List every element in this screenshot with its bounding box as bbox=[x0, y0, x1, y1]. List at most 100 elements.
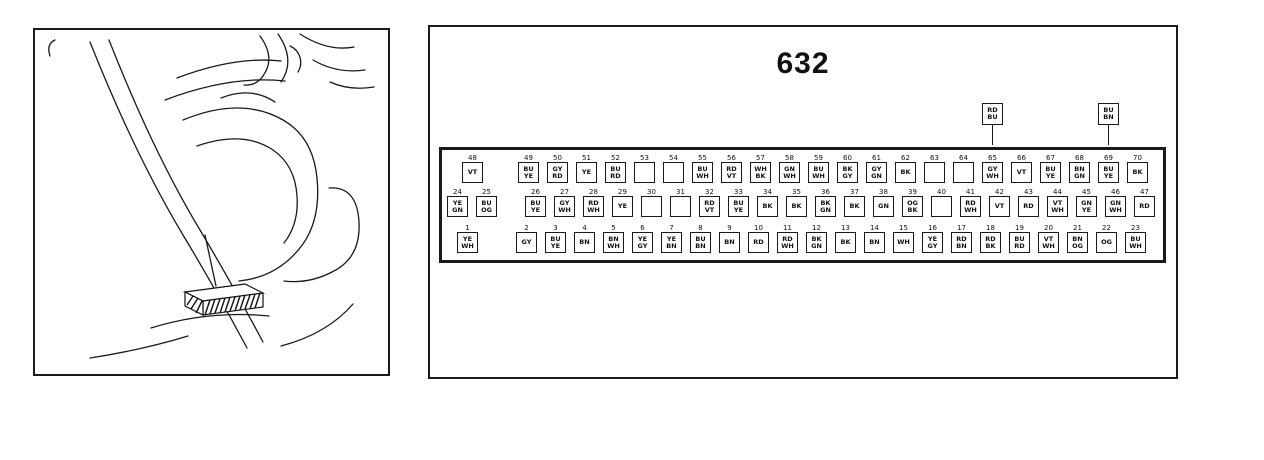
pin-box bbox=[663, 162, 684, 183]
wire-color-code: BU bbox=[1103, 106, 1114, 114]
wire-color-code: OG bbox=[907, 198, 918, 207]
pin-number: 70 bbox=[1133, 154, 1142, 162]
wire-color-code: BN bbox=[956, 241, 967, 250]
pin-box: VT bbox=[1011, 162, 1032, 183]
wire-color-code: BK bbox=[820, 198, 831, 207]
wire-color-code: GY bbox=[987, 164, 998, 173]
wire-color-code: BU bbox=[530, 198, 541, 207]
wire-color-code: VT bbox=[1052, 198, 1063, 207]
pin-number: 55 bbox=[698, 154, 707, 162]
callout-leader-line bbox=[991, 125, 994, 145]
pin-box: BN bbox=[864, 232, 885, 253]
pin-number: 40 bbox=[937, 188, 946, 196]
wire-color-code: BN bbox=[869, 238, 880, 246]
pin-number: 48 bbox=[468, 154, 477, 162]
wire-color-code: RD bbox=[610, 171, 621, 180]
pin-number: 64 bbox=[959, 154, 968, 162]
pin-number: 44 bbox=[1053, 188, 1062, 196]
wire-color-code: BU bbox=[1103, 164, 1114, 173]
pin-box: RD bbox=[1018, 196, 1039, 217]
pin-number: 69 bbox=[1104, 154, 1113, 162]
pin-number: 22 bbox=[1102, 224, 1111, 232]
pin-number: 8 bbox=[698, 224, 703, 232]
pin-number: 67 bbox=[1046, 154, 1055, 162]
pin-number: 50 bbox=[553, 154, 562, 162]
wire-color-code: BK bbox=[985, 241, 996, 250]
wire-color-code: BK bbox=[762, 202, 773, 210]
pin-number: 2 bbox=[524, 224, 529, 232]
wire-color-code: YE bbox=[617, 202, 628, 210]
pin-number: 56 bbox=[727, 154, 736, 162]
pin-number: 65 bbox=[988, 154, 997, 162]
pin-number: 1 bbox=[465, 224, 470, 232]
wire-color-code: WH bbox=[964, 205, 977, 214]
connector-location-block bbox=[182, 283, 266, 316]
wire-color-code: BN bbox=[695, 241, 706, 250]
wire-color-code: RD bbox=[1139, 202, 1150, 210]
wire-color-code: GN bbox=[1074, 171, 1085, 180]
pin-40: 40 bbox=[931, 188, 952, 217]
wire-color-code: YE bbox=[927, 234, 938, 243]
pin-number: 24 bbox=[453, 188, 462, 196]
callout-leader-line bbox=[1107, 125, 1110, 145]
wire-color-code: WH bbox=[587, 205, 600, 214]
wire-color-code: BK bbox=[840, 238, 851, 246]
pin-number: 18 bbox=[986, 224, 995, 232]
pin-box: VT bbox=[989, 196, 1010, 217]
wire-color-code: GY bbox=[871, 164, 882, 173]
wire-color-code: GY bbox=[927, 241, 938, 250]
wire-color-code: GN bbox=[1110, 198, 1121, 207]
pin-number: 12 bbox=[812, 224, 821, 232]
pin-box: OG bbox=[1096, 232, 1117, 253]
pin-number: 13 bbox=[841, 224, 850, 232]
pin-number: 68 bbox=[1075, 154, 1084, 162]
pin-number: 37 bbox=[850, 188, 859, 196]
pin-number: 63 bbox=[930, 154, 939, 162]
pin-number: 51 bbox=[582, 154, 591, 162]
wire-color-code: BU bbox=[550, 234, 561, 243]
wire-color-code: WH bbox=[781, 241, 794, 250]
pin-number: 59 bbox=[814, 154, 823, 162]
pin-number: 33 bbox=[734, 188, 743, 196]
wire-color-code: RD bbox=[726, 164, 737, 173]
pin-number: 61 bbox=[872, 154, 881, 162]
wire-color-code: RD bbox=[588, 198, 599, 207]
wire-color-code: GN bbox=[871, 171, 882, 180]
pin-number: 53 bbox=[640, 154, 649, 162]
pin-number: 21 bbox=[1073, 224, 1082, 232]
wire-color-code: WH bbox=[607, 241, 620, 250]
wire-color-code: GY bbox=[637, 241, 648, 250]
pin-number: 39 bbox=[908, 188, 917, 196]
wire-color-code: GN bbox=[811, 241, 822, 250]
wire-color-code: WH bbox=[696, 171, 709, 180]
pin-number: 5 bbox=[611, 224, 616, 232]
wire-color-code: YE bbox=[452, 198, 463, 207]
wire-color-code: RD bbox=[782, 234, 793, 243]
pin-number: 42 bbox=[995, 188, 1004, 196]
wire-color-code: RD bbox=[956, 234, 967, 243]
wire-color-code: BK bbox=[755, 171, 766, 180]
